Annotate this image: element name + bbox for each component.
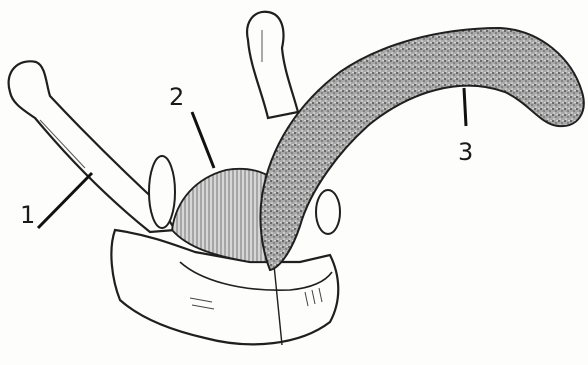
small-knob bbox=[149, 156, 175, 228]
label-3: 3 bbox=[458, 140, 473, 164]
right-knob bbox=[316, 190, 340, 234]
label-1: 1 bbox=[20, 203, 35, 227]
leader-line-3 bbox=[464, 88, 466, 126]
stippled-rod bbox=[260, 28, 583, 270]
leader-line-2 bbox=[192, 112, 214, 168]
label-2: 2 bbox=[169, 85, 184, 109]
leader-line-1 bbox=[38, 173, 92, 228]
upright-process bbox=[247, 12, 298, 118]
